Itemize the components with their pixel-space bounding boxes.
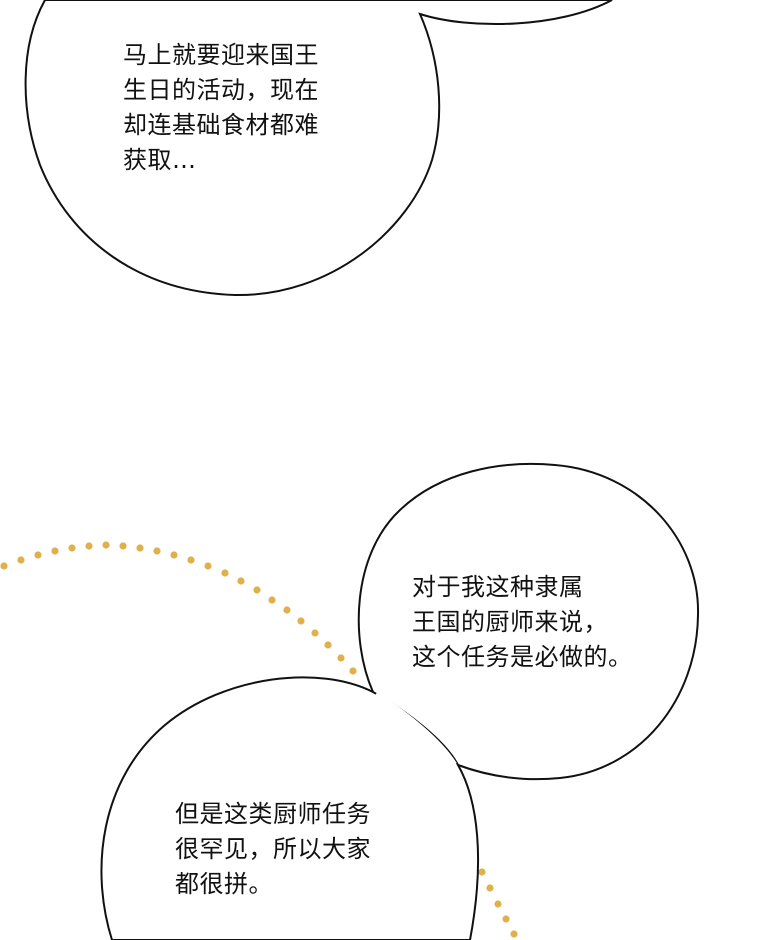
speech-line: 获取… (123, 146, 197, 174)
speech-line: 对于我这种隶属 (412, 573, 584, 601)
decorative-dot (221, 569, 229, 577)
decorative-dot (187, 556, 195, 564)
speech-line: 马上就要迎来国王 (123, 41, 319, 69)
decorative-dot (85, 542, 93, 550)
decorative-dot (337, 654, 345, 662)
decorative-dot (297, 617, 305, 625)
decorative-dot (349, 667, 357, 675)
decorative-dot (0, 562, 8, 570)
decorative-dot (17, 556, 25, 564)
decorative-dot (486, 884, 494, 892)
decorative-dot (283, 606, 291, 614)
decorative-dot (253, 586, 261, 594)
speech-bubble-top (24, 0, 613, 297)
decorative-dot (311, 629, 319, 637)
speech-line: 却连基础食材都难 (123, 111, 319, 139)
decorative-dot (119, 542, 127, 550)
speech-line: 很罕见，所以大家 (175, 835, 371, 863)
decorative-dot (237, 577, 245, 585)
decorative-dot (68, 544, 76, 552)
dotted-arc-decoration (0, 541, 518, 938)
speech-line: 都很拼。 (175, 870, 273, 898)
decorative-dot (494, 900, 502, 908)
decorative-dot (153, 547, 161, 555)
speech-line: 这个任务是必做的。 (412, 643, 633, 671)
decorative-dot (510, 930, 518, 938)
decorative-dot (502, 915, 510, 923)
bubble-seam-cover (374, 692, 457, 766)
decorative-dot (51, 547, 59, 555)
decorative-dot (34, 551, 42, 559)
speech-text-right: 对于我这种隶属 王国的厨师来说， 这个任务是必做的。 (412, 570, 633, 675)
speech-line: 但是这类厨师任务 (175, 800, 371, 828)
decorative-dot (136, 544, 144, 552)
decorative-dot (204, 562, 212, 570)
speech-line: 生日的活动，现在 (123, 76, 319, 104)
speech-line: 王国的厨师来说， (412, 608, 608, 636)
decorative-dot (170, 551, 178, 559)
speech-bubble-right (357, 462, 700, 781)
decorative-dot (268, 596, 276, 604)
speech-text-bottom: 但是这类厨师任务 很罕见，所以大家 都很拼。 (175, 797, 371, 902)
decorative-dot (324, 641, 332, 649)
decorative-dot (478, 868, 486, 876)
speech-text-top: 马上就要迎来国王 生日的活动，现在 却连基础食材都难 获取… (123, 38, 319, 178)
decorative-dot (102, 541, 110, 549)
speech-bubble-bottom (100, 676, 480, 940)
